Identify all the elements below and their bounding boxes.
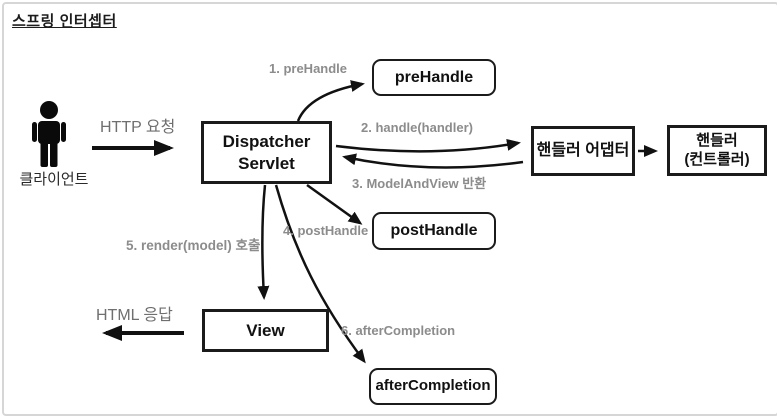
arrow-modelandview-return — [342, 153, 524, 169]
step6-label: 6. afterCompletion — [341, 323, 456, 338]
dispatcher-servlet-label: Dispatcher Servlet — [222, 132, 311, 173]
arrow-prehandle — [296, 80, 365, 122]
client-label: 클라이언트 — [19, 171, 89, 188]
posthandle-node: postHandle — [372, 212, 496, 250]
arrow-render — [257, 184, 270, 300]
html-response-label: HTML 응답 — [96, 307, 173, 324]
handler-controller-label: 핸들러 (컨트롤러) — [684, 131, 750, 168]
arrow-handle — [335, 138, 521, 153]
dispatcher-servlet-node: Dispatcher Servlet — [201, 121, 332, 184]
step2-label: 2. handle(handler) — [361, 120, 473, 135]
step3-label: 3. ModelAndView 반환 — [352, 176, 487, 191]
handler-controller-node: 핸들러 (컨트롤러) — [667, 125, 767, 176]
diagram-title: 스프링 인터셉터 — [12, 13, 117, 30]
step4-label: 4. postHandle — [283, 223, 369, 238]
handler-adapter-node: 핸들러 어댑터 — [531, 126, 635, 176]
step5-label: 5. render(model) 호출 — [126, 238, 261, 253]
prehandle-node: preHandle — [372, 59, 496, 96]
person-icon — [32, 101, 66, 167]
aftercompletion-node: afterCompletion — [369, 368, 497, 405]
http-request-label: HTTP 요청 — [100, 119, 176, 136]
view-node: View — [202, 309, 329, 352]
step1-label: 1. preHandle — [269, 61, 348, 76]
